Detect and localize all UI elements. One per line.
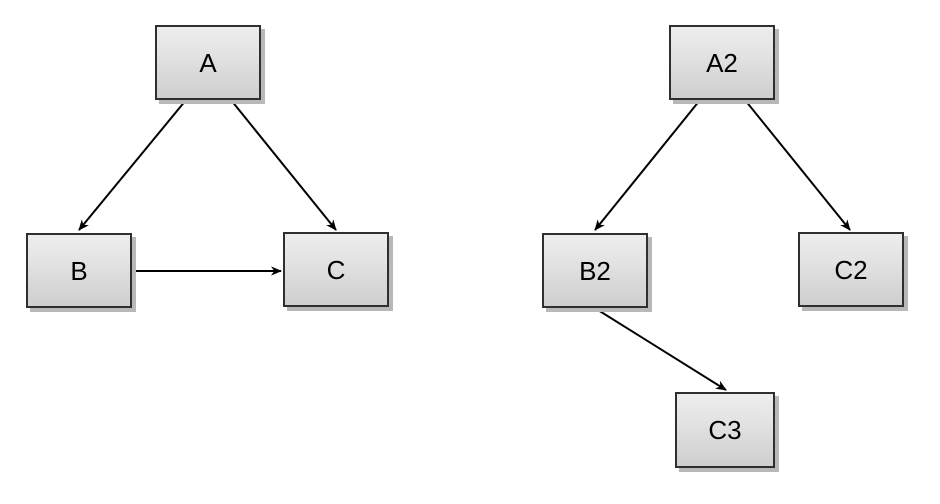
node-c[interactable]: C — [283, 232, 389, 307]
node-c2[interactable]: C2 — [798, 232, 904, 307]
edge-a-to-c — [230, 99, 337, 231]
node-label-a2: A2 — [706, 47, 738, 78]
node-label-b: B — [70, 255, 88, 286]
edge-a2-to-b2 — [594, 99, 701, 231]
node-label-c2: C2 — [834, 254, 868, 285]
edges-group — [78, 99, 851, 391]
node-a[interactable]: A — [155, 25, 261, 100]
node-label-c: C — [326, 254, 346, 285]
node-b[interactable]: B — [26, 233, 132, 308]
node-label-b2: B2 — [579, 255, 611, 286]
node-label-a: A — [199, 47, 217, 78]
edge-a-to-b — [78, 99, 187, 231]
edge-b2-to-c3 — [597, 309, 727, 391]
node-label-c3: C3 — [708, 415, 742, 445]
node-a2[interactable]: A2 — [669, 25, 775, 100]
node-c3[interactable]: C3 — [675, 392, 775, 468]
node-b2[interactable]: B2 — [542, 233, 648, 308]
edge-a2-to-c2 — [744, 99, 851, 231]
